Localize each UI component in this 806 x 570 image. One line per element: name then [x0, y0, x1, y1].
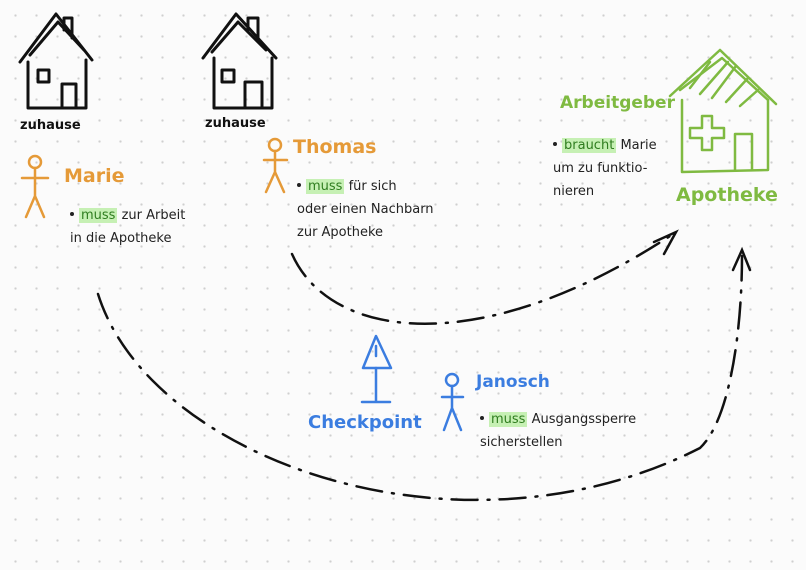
note-text: zur Apotheke	[297, 225, 384, 240]
house-icon	[201, 12, 278, 110]
bullet-icon	[553, 142, 557, 146]
person-name-janosch: Janosch	[476, 372, 550, 392]
keyword-highlight: muss	[306, 179, 345, 194]
checkpoint-label: Checkpoint	[308, 412, 422, 433]
route-arrow	[96, 246, 752, 502]
house-icon	[18, 12, 94, 110]
route-arrow	[290, 229, 679, 325]
note-janosch: muss Ausgangssperre sicherstellen	[480, 408, 636, 454]
stick-figure-icon	[440, 372, 465, 432]
note-text: Marie	[620, 138, 657, 153]
bullet-icon	[70, 212, 74, 216]
note-text: sicherstellen	[480, 435, 563, 450]
person-name-marie: Marie	[64, 165, 125, 187]
house-label: zuhause	[205, 116, 266, 131]
note-text: oder einen Nachbarn	[297, 202, 434, 217]
note-thomas: muss für sich oder einen Nachbarn zur Ap…	[297, 175, 434, 244]
note-text: Ausgangssperre	[531, 412, 637, 427]
place-label-apotheke: Apotheke	[676, 184, 778, 206]
note-text: um zu funktio-	[553, 161, 648, 176]
employer-title: Arbeitgeber	[560, 93, 675, 113]
note-marie: muss zur Arbeit in die Apotheke	[70, 204, 185, 250]
stick-figure-icon	[20, 154, 50, 219]
person-name-thomas: Thomas	[293, 136, 377, 158]
house-label: zuhause	[20, 118, 81, 133]
bullet-icon	[297, 183, 301, 187]
bullet-icon	[480, 416, 484, 420]
note-text: in die Apotheke	[70, 231, 172, 246]
stick-figure-icon	[262, 137, 289, 194]
keyword-highlight: braucht	[562, 138, 617, 153]
warning-triangle-icon	[360, 334, 393, 404]
note-text: für sich	[348, 179, 397, 194]
note-text: zur Arbeit	[121, 208, 186, 223]
keyword-highlight: muss	[489, 412, 528, 427]
note-employer: braucht Marie um zu funktio- nieren	[553, 134, 657, 203]
pharmacy-icon	[668, 48, 778, 174]
note-text: nieren	[553, 184, 595, 199]
keyword-highlight: muss	[79, 208, 118, 223]
